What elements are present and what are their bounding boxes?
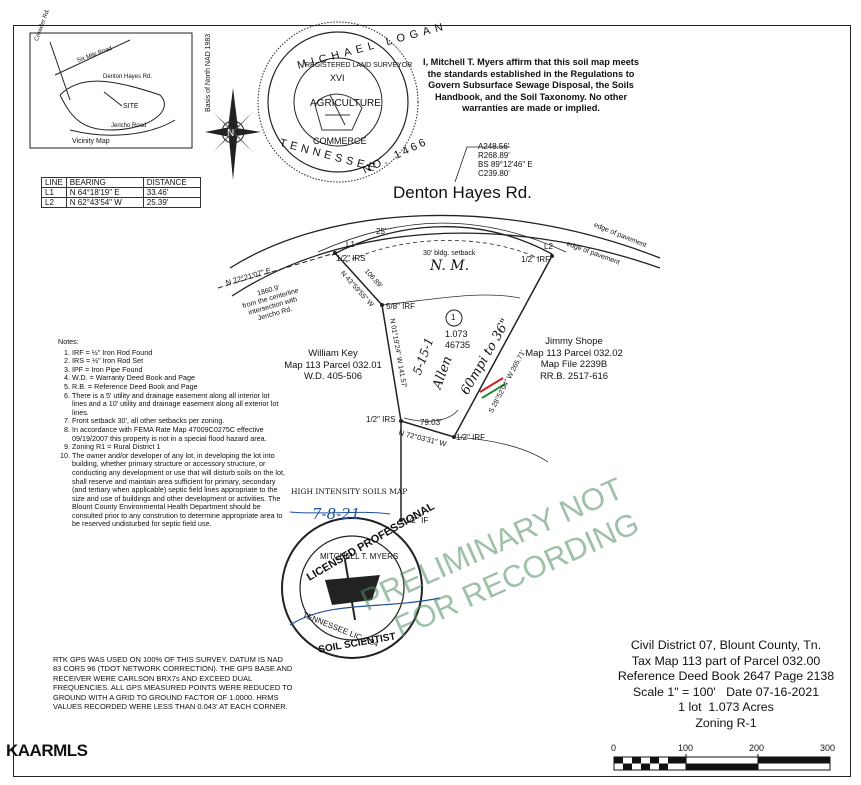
vicinity-map-frame: [29, 32, 193, 149]
lot-acres: 1.073: [445, 329, 468, 339]
scale-tick-200: 200: [749, 743, 765, 753]
table-row: L1 N 64°18'19" E 33.46': [41, 187, 201, 198]
list-item: In accordance with FEMA Rate Map 47009C0…: [72, 425, 286, 443]
label-if-bottom: 1/2" IF: [405, 516, 429, 525]
title-block: Civil District 07, Blount County, Tn. Ta…: [596, 638, 856, 731]
line-table-header: DISTANCE: [142, 177, 201, 188]
svg-text:N: N: [227, 128, 234, 139]
curve-arc: A248.56': [478, 142, 510, 151]
list-item: IRF = ½" Iron Rod Found: [72, 348, 286, 358]
line-table-cell: 33.46': [142, 187, 201, 198]
vicinity-road-denton: Denton Hayes Rd.: [103, 74, 153, 80]
owner-east-deed: RR.B. 2517-616: [539, 370, 609, 382]
gps-note: RTK GPS WAS USED ON 100% OF THIS SURVEY.…: [53, 655, 293, 712]
vicinity-caption: Vicinity Map: [72, 138, 110, 145]
surveyor-seal: [257, 21, 419, 183]
line-table-header: LINE: [41, 177, 67, 188]
label-dist-79: 79.03': [420, 418, 442, 427]
handwritten-date: 7-8-21: [312, 505, 361, 523]
lot-number: 1: [451, 313, 456, 322]
title-line: Zoning R-1: [695, 715, 757, 730]
high-intensity-soils-label: HIGH INTENSITY SOILS MAP: [291, 487, 408, 496]
label-irs-top-left: 1/2" IRS: [336, 254, 366, 263]
line-table: LINE BEARING DISTANCE L1 N 64°18'19" E 3…: [41, 177, 201, 208]
title-line: Tax Map 113 part of Parcel 032.00: [631, 653, 821, 668]
label-irf-58: 5/8" IRF: [386, 302, 416, 311]
scale-bar: [613, 754, 831, 771]
title-line: 1 lot 1.073 Acres: [678, 700, 774, 714]
label-irf-top-right: 1/2" IRF: [521, 255, 551, 264]
line-table-header: BEARING: [65, 177, 144, 188]
seal-surveyor-comm: COMMERCE: [313, 136, 367, 146]
soil-affirmation: I, Mitchell T. Myers affirm that this so…: [423, 57, 639, 113]
curve-chord: C239.80': [478, 169, 510, 178]
owner-east-name: Jimmy Shope: [545, 336, 603, 347]
notes: Notes: IRF = ½" Iron Rod Found IRS = ½" …: [58, 337, 286, 529]
list-item: There is a 5' utility and drainage easem…: [72, 391, 286, 418]
vicinity-site: SITE: [123, 103, 139, 110]
owner-west-map: Map 113 Parcel 032.01: [284, 359, 382, 371]
list-item: IPF = Iron Pipe Found: [72, 365, 286, 375]
label-irs-mid: 1/2" IRS: [366, 415, 396, 424]
owner-east-map: Map 113 Parcel 032.02: [525, 347, 623, 359]
list-item: The owner and/or developer of any lot, i…: [72, 451, 286, 529]
line-table-cell: L2: [41, 197, 67, 208]
scale-tick-0: 0: [611, 743, 617, 753]
line-table-cell: L1: [41, 187, 67, 198]
list-item: Zoning R1 = Rural District 1: [72, 443, 286, 452]
lot-sqft: 46735: [445, 340, 471, 350]
curve-radius: R268.89': [478, 151, 510, 160]
list-item: W.D. = Warranty Deed Book and Page: [72, 374, 286, 383]
title-line: Reference Deed Book 2647 Page 2138: [617, 669, 835, 683]
label-nm: N. M.: [430, 258, 470, 274]
list-item: R.B. = Reference Deed Book and Page: [72, 382, 286, 392]
drawing-border: [13, 25, 851, 777]
curve-data: A248.56' R268.89' BS 89°12'46" E C239.80…: [478, 142, 533, 178]
seal-surveyor-roman: XVI: [330, 73, 345, 83]
list-item: IRS = ½" Iron Rod Set: [72, 357, 286, 366]
vicinity-road-jericho: Jericho Road: [111, 123, 147, 129]
table-row: L2 N 62°43'54" W 25.39': [41, 197, 201, 208]
title-line: Scale 1" = 100' Date 07-16-2021: [632, 684, 820, 699]
owner-west-deed: W.D. 405-506: [303, 371, 363, 382]
north-basis-label: Basis of North NAD 1983: [205, 33, 212, 112]
notes-title: Notes:: [58, 337, 79, 346]
label-l1: L1: [346, 240, 355, 249]
soil-scientist-seal: [281, 517, 423, 659]
label-l2: L2: [544, 242, 553, 251]
line-table-cell: N 64°18'19" E: [65, 187, 144, 198]
scale-tick-100: 100: [678, 743, 694, 753]
curve-bearing: BS 89°12'46" E: [478, 160, 533, 169]
north-arrow-icon: N: [205, 88, 261, 180]
seal-surveyor-agri: AGRICULTURE: [310, 98, 381, 109]
line-table-cell: 25.39': [142, 197, 201, 208]
title-line: Civil District 07, Blount County, Tn.: [630, 638, 822, 652]
line-table-cell: N 62°43'54" W: [65, 197, 144, 208]
label-setback-25: 25': [376, 227, 387, 236]
soil-seal-name: MITCHELL T. MYERS: [320, 552, 399, 561]
label-irf-bottom: 1/2" IRF: [456, 433, 486, 442]
scale-tick-300: 300: [820, 743, 836, 753]
seal-surveyor-title: REGISTERED LAND SURVEYOR: [305, 62, 413, 69]
road-name: Denton Hayes Rd.: [393, 183, 532, 202]
list-item: Front setback 30', all other setbacks pe…: [72, 417, 286, 426]
label-setback-30: 30' bldg. setback: [423, 250, 476, 257]
owner-east: Jimmy Shope Map 113 Parcel 032.02 Map Fi…: [516, 336, 632, 382]
owner-west-name: William Key: [308, 348, 358, 359]
owner-west: William Key Map 113 Parcel 032.01 W.D. 4…: [278, 348, 388, 383]
owner-east-file: Map File 2239B: [540, 359, 608, 370]
kaarmls-logo: KAARMLS: [6, 741, 88, 760]
